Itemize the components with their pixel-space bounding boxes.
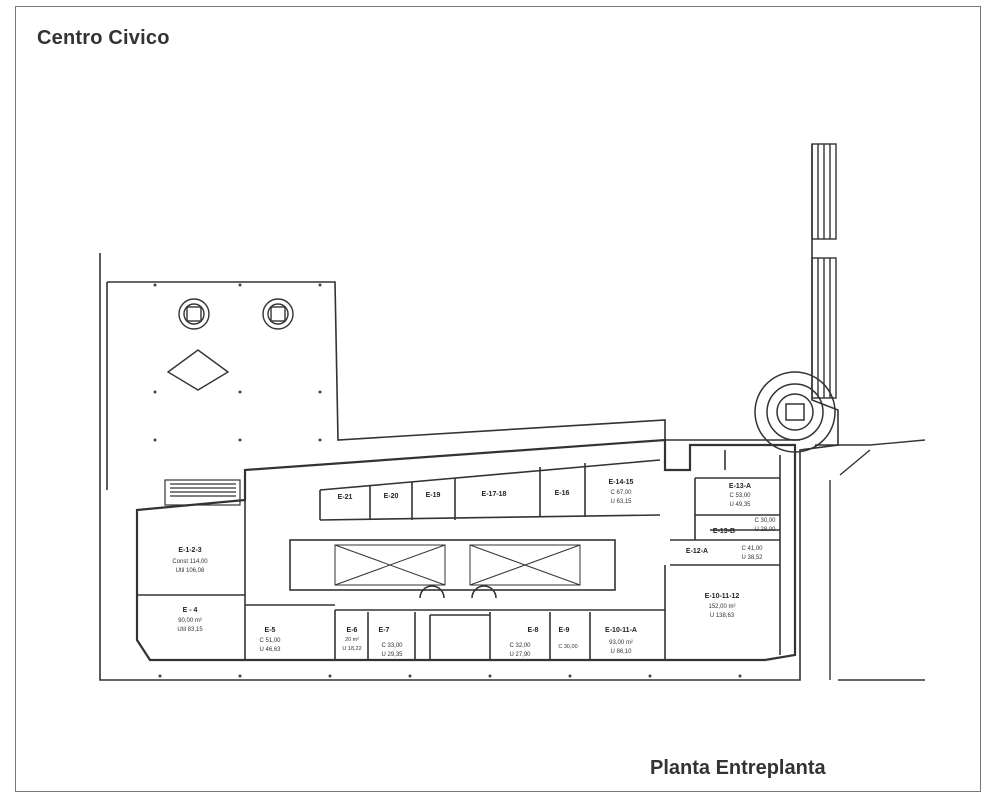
- stair-east: [471, 585, 497, 599]
- room-label-detail: U 138,63: [710, 613, 735, 619]
- room-e1-2-3: E-1-2-3: [178, 547, 201, 554]
- room-label-detail: 90,00 m²: [178, 618, 202, 624]
- room-label-detail: U 46,63: [259, 647, 281, 653]
- room-label-detail: U 27,90: [509, 652, 531, 658]
- room-e21: E-21: [338, 494, 353, 501]
- room-e12-a: E-12-A: [686, 548, 708, 555]
- plaza-kiosk: [166, 349, 230, 391]
- room-label-detail: C 32,00: [509, 643, 531, 649]
- room-label-detail: U 28,00: [754, 527, 776, 533]
- room-label-detail: U 63,15: [610, 499, 632, 505]
- room-label-detail: U 86,10: [610, 649, 632, 655]
- room-label-detail: C 30,00: [558, 644, 577, 650]
- room-e17-18: E-17-18: [482, 491, 507, 498]
- room-e5: E-5: [265, 627, 276, 634]
- atrium-void: [289, 539, 616, 591]
- room-e19: E-19: [426, 492, 441, 499]
- room-label-detail: Util 106,08: [176, 568, 205, 574]
- stair-west: [419, 585, 445, 599]
- room-label-detail: 93,00 m²: [609, 640, 633, 646]
- room-label-detail: C 30,00: [754, 518, 776, 524]
- outer-wall-left: [99, 144, 839, 681]
- east-annex: [815, 439, 926, 681]
- room-e8: E-8: [528, 627, 539, 634]
- room-label-detail: 152,00 m²: [708, 604, 735, 610]
- room-label-detail: C 67,00: [610, 490, 632, 496]
- round-tower: [754, 371, 836, 453]
- room-label-detail: C 33,00: [381, 643, 403, 649]
- room-label-detail: U 38,52: [741, 555, 763, 561]
- room-label-detail: Util 83,15: [177, 627, 203, 633]
- inner-perimeter: [135, 438, 797, 662]
- room-label-detail: U 49,35: [729, 502, 751, 508]
- room-e14-15: E-14-15: [609, 479, 634, 486]
- room-e10-11-12: E-10-11-12: [705, 593, 740, 600]
- stair-block: [164, 479, 241, 506]
- room-label-detail: 20 m²: [345, 637, 359, 643]
- room-e7: E-7: [379, 627, 390, 634]
- room-label-detail: U 29,35: [381, 652, 403, 658]
- escalator-west: [334, 544, 446, 586]
- room-label-detail: Const 114,00: [172, 559, 208, 565]
- room-e20: E-20: [384, 493, 399, 500]
- room-label-detail: C 41,00: [741, 546, 763, 552]
- room-e13-b: E-13-B: [713, 528, 735, 535]
- room-label-detail: C 51,00: [259, 638, 281, 644]
- plan-subtitle: Planta Entreplanta: [650, 757, 826, 779]
- room-e6: E-6: [347, 627, 358, 634]
- room-e16: E-16: [555, 490, 570, 497]
- skylight-1: [178, 298, 210, 330]
- room-e9: E-9: [559, 627, 570, 634]
- plan-title: Centro Civico: [37, 27, 170, 49]
- room-e10-11-a: E-10-11-A: [605, 627, 637, 634]
- escalator-east: [469, 544, 581, 586]
- room-e4: E - 4: [183, 607, 198, 614]
- room-e13-a: E-13-A: [729, 483, 751, 490]
- room-label-detail: C 53,00: [729, 493, 751, 499]
- room-label-detail: U 18,22: [342, 646, 361, 652]
- skylight-2: [262, 298, 294, 330]
- plaza-boundary: [107, 281, 800, 441]
